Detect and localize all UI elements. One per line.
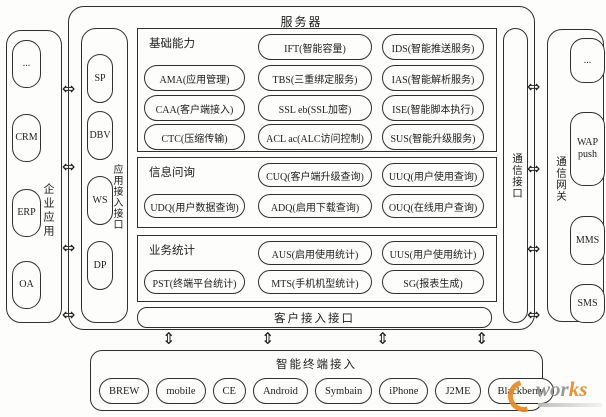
- info-query-label: 信息问询: [149, 167, 195, 179]
- double-arrow-vertical-icon: ⇕: [376, 329, 390, 348]
- node-acl: ACL ac(ALC访问控制): [258, 124, 372, 150]
- node-label: DP: [93, 259, 107, 271]
- terminal-pill-row: BREW mobile CE Android Symbain iPhone J2…: [99, 378, 555, 404]
- node-ise: ISE(智能脚本执行): [382, 95, 484, 121]
- node-ellipsis-right: ...: [570, 38, 605, 83]
- node-label: DBV: [89, 129, 111, 141]
- node-ouq: OUQ(在线用户查询): [382, 194, 484, 218]
- node-label: ...: [22, 58, 31, 69]
- server-panel: 服务器: [68, 6, 535, 330]
- node-label: OA: [19, 279, 34, 290]
- double-arrow-vertical-icon: ⇕: [261, 329, 275, 348]
- double-arrow-horizontal-icon: ⇔: [62, 238, 76, 257]
- node-iphone: iPhone: [379, 378, 429, 404]
- node-dbv: DBV: [87, 111, 113, 160]
- node-adq: ADQ(启用下载查询): [258, 194, 372, 218]
- node-dp: DP: [87, 241, 113, 290]
- node-ws: WS: [87, 176, 113, 225]
- node-label: SMS: [577, 297, 598, 309]
- node-tbs: TBS(三重绑定服务): [258, 65, 372, 91]
- comm-gateway-label: 通信网关: [555, 156, 566, 202]
- eworks-logo-text: works: [536, 377, 587, 402]
- terminal-access-label: 智能终端接入: [276, 359, 357, 371]
- node-sg: SG(报表生成): [382, 270, 484, 294]
- double-arrow-horizontal-icon: ⇔: [527, 77, 541, 96]
- double-arrow-horizontal-icon: ⇔: [62, 157, 76, 176]
- node-ellipsis-left: ...: [12, 40, 41, 88]
- enterprise-apps-panel: ... CRM ERP OA 企业应用: [6, 30, 62, 323]
- node-label: CRM: [15, 132, 38, 143]
- node-udq: UDQ(用户数据查询): [144, 194, 245, 218]
- node-mms: MMS: [570, 216, 605, 265]
- enterprise-apps-label: 企业应用: [42, 183, 54, 239]
- biz-stats-label: 业务统计: [149, 245, 195, 257]
- node-pst: PST(终端平台统计): [144, 270, 245, 294]
- node-symbain: Symbain: [314, 378, 373, 404]
- biz-stats-section: 业务统计 AUS(启用使用统计) UUS(用户使用统计) PST(终端平台统计)…: [137, 235, 497, 302]
- double-arrow-horizontal-icon: ⇔: [62, 305, 76, 324]
- node-label: WS: [92, 194, 108, 206]
- node-label: ...: [583, 54, 592, 66]
- node-sus: SUS(智能升级服务): [382, 124, 484, 150]
- node-erp: ERP: [12, 189, 41, 237]
- node-label: ERP: [17, 207, 36, 218]
- node-cuq: CUQ(客户端升级查询): [258, 163, 372, 187]
- comm-interface-label: 通信接口: [511, 153, 522, 199]
- base-capability-label: 基础能力: [149, 38, 195, 50]
- node-android: Android: [252, 378, 308, 404]
- eworks-text-gray: wor: [536, 377, 569, 401]
- node-oa: OA: [12, 261, 41, 309]
- node-label: WAP push: [576, 137, 599, 160]
- node-wap-push: WAP push: [570, 112, 605, 186]
- node-ias: IAS(智能解析服务): [382, 65, 484, 91]
- node-mobile: mobile: [156, 378, 206, 404]
- comm-interface-panel: 通信接口: [503, 28, 528, 323]
- base-capability-section: 基础能力 IFT(智能容量) IDS(智能推送服务) AMA(应用管理) TBS…: [137, 28, 497, 152]
- eworks-text-orange: ks: [568, 377, 588, 401]
- app-access-panel: SP DBV WS DP 应用接入接口: [81, 28, 128, 323]
- server-title: 服务器: [280, 15, 323, 29]
- node-j2me: J2ME: [435, 378, 481, 404]
- node-ssl: SSL eb(SSL加密): [258, 95, 372, 121]
- node-ama: AMA(应用管理): [144, 65, 245, 91]
- double-arrow-horizontal-icon: ⇔: [527, 239, 541, 258]
- node-sms: SMS: [570, 284, 605, 323]
- node-brew: BREW: [99, 378, 150, 404]
- node-ctc: CTC(压缩传输): [144, 124, 245, 150]
- comm-gateway-panel: 通信网关 ... WAP push MMS SMS: [547, 29, 605, 323]
- node-blackberry: Blackberry: [487, 378, 555, 404]
- node-label: SP: [94, 72, 106, 84]
- double-arrow-vertical-icon: ⇕: [475, 329, 489, 348]
- node-mts: MTS(手机机型统计): [258, 270, 372, 294]
- node-caa: CAA(客户端接入): [144, 95, 245, 121]
- node-ids: IDS(智能推送服务): [382, 34, 484, 60]
- info-query-section: 信息问询 CUQ(客户端升级查询) UUQ(用户使用查询) UDQ(用户数据查询…: [137, 157, 497, 228]
- eworks-watermark: works: [502, 374, 604, 417]
- eworks-logo-shadow: [538, 403, 602, 407]
- node-uus: UUS(用户使用统计): [382, 241, 484, 265]
- double-arrow-horizontal-icon: ⇔: [62, 79, 76, 98]
- node-aus: AUS(启用使用统计): [258, 241, 372, 265]
- double-arrow-vertical-icon: ⇕: [162, 329, 176, 348]
- node-ift: IFT(智能容量): [258, 34, 372, 60]
- node-sp: SP: [87, 54, 113, 103]
- node-label: MMS: [575, 234, 600, 246]
- terminal-access-panel: 智能终端接入 BREW mobile CE Android Symbain iP…: [90, 350, 555, 411]
- double-arrow-horizontal-icon: ⇔: [527, 159, 541, 178]
- client-access-bar: 客户接入接口: [137, 307, 492, 328]
- node-ce: CE: [212, 378, 246, 404]
- double-arrow-horizontal-icon: ⇔: [527, 305, 541, 324]
- node-uuq: UUQ(用户使用查询): [382, 163, 484, 187]
- app-access-label: 应用接入接口: [111, 164, 122, 230]
- node-crm: CRM: [12, 114, 41, 162]
